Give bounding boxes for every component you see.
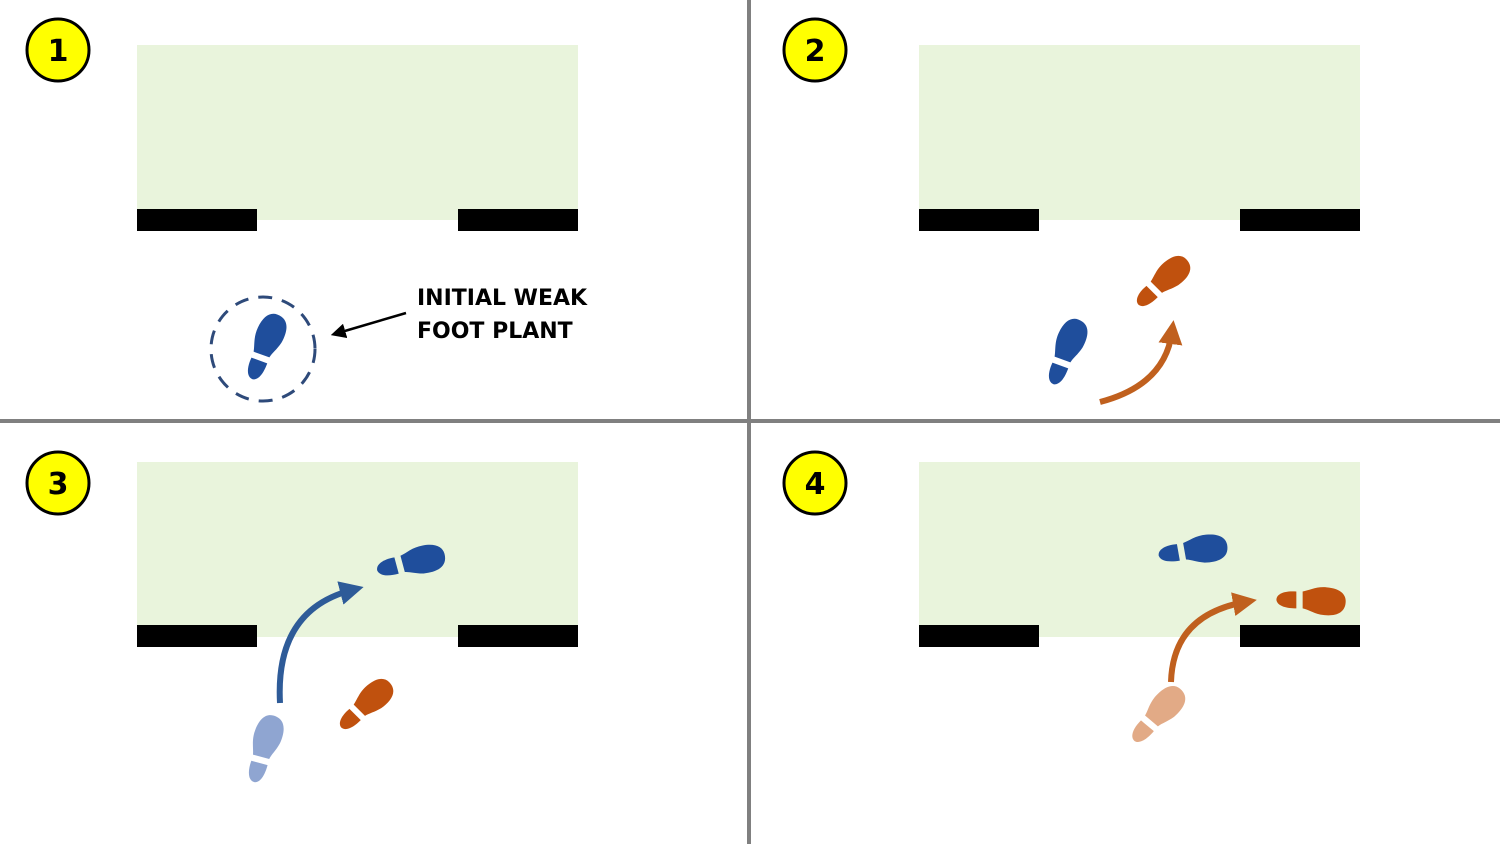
curved-arrow-orange-icon — [1099, 320, 1183, 405]
step-badge: 2 — [782, 17, 848, 83]
blue-footprint-icon — [240, 309, 291, 385]
dashed-circle-highlight — [209, 295, 317, 403]
annotation-line-2: FOOT PLANT — [417, 319, 573, 344]
step-badge: 4 — [782, 450, 848, 516]
field-area — [137, 462, 578, 637]
left-bar — [919, 625, 1039, 647]
panel-1: 1 INITIAL WEAK FOOT PLANT — [25, 17, 588, 403]
left-bar — [137, 625, 257, 647]
left-bar — [137, 209, 257, 231]
step-badge: 1 — [25, 17, 91, 83]
field-area — [137, 45, 578, 220]
orange-footprint-icon — [333, 672, 399, 739]
right-bar — [458, 209, 578, 231]
curved-arrow-orange-icon — [1168, 592, 1257, 683]
step-number: 1 — [48, 34, 69, 69]
faded-orange-footprint-icon — [1124, 679, 1191, 751]
right-bar — [1240, 209, 1360, 231]
horizontal-divider — [0, 419, 1500, 423]
panel-4: 4 — [782, 450, 1360, 751]
step-number: 3 — [48, 467, 69, 502]
right-bar — [458, 625, 578, 647]
right-bar — [1240, 625, 1360, 647]
field-area — [919, 45, 1360, 220]
step-number: 4 — [805, 467, 826, 502]
curved-arrow-blue-icon — [276, 581, 364, 704]
orange-footprint-icon — [1130, 249, 1196, 316]
step-badge: 3 — [25, 450, 91, 516]
left-bar — [919, 209, 1039, 231]
annotation-line-1: INITIAL WEAK — [417, 286, 588, 311]
blue-footprint-icon — [1041, 314, 1092, 390]
panel-3: 3 — [25, 450, 578, 787]
step-number: 2 — [805, 34, 826, 69]
pointer-arrow-icon — [330, 311, 407, 339]
field-area — [919, 462, 1360, 637]
faded-blue-footprint-icon — [241, 711, 288, 787]
panel-2: 2 — [782, 17, 1360, 405]
